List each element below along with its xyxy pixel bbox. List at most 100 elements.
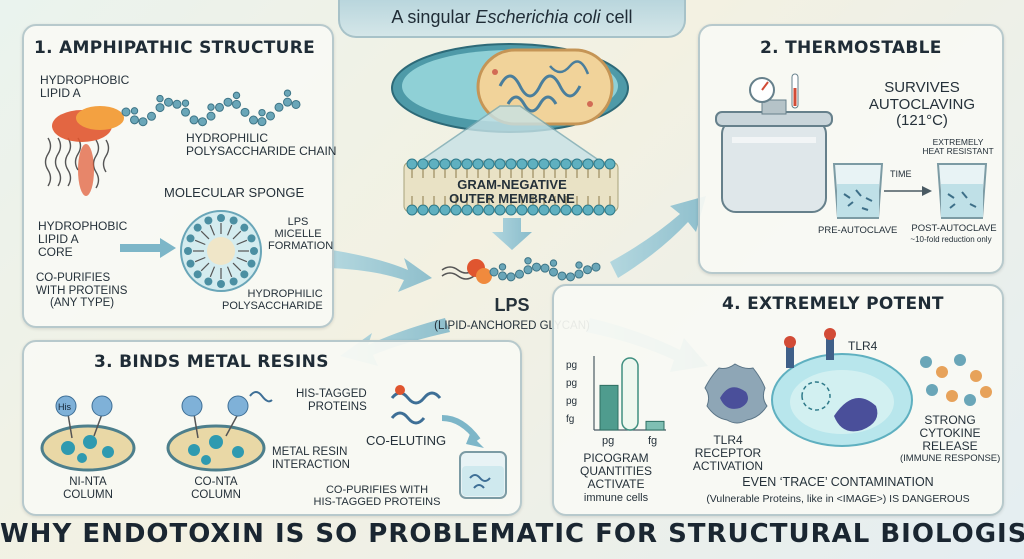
beaker-post — [936, 163, 988, 219]
cytokine-cluster — [920, 354, 992, 406]
amphipathic-molecule — [44, 89, 301, 196]
cytokine-line3: RELEASE — [922, 439, 978, 454]
caption-species: Escherichia coli — [475, 7, 601, 27]
label-copurifies-his: CO-PURIFIES WITH HIS-TAGGED PROTEINS — [296, 484, 458, 508]
copurifies-line1: CO-PURIFIES — [36, 272, 111, 284]
label-post-autoclave: POST-AUTOCLAVE — [911, 223, 997, 234]
metal-resin-line2: INTERACTION — [272, 458, 350, 471]
hydrophilic-poly-line1: HYDROPHILIC — [247, 288, 323, 300]
survives-line2: AUTOCLAVING — [868, 95, 976, 113]
label-hydrophilic-chain: HYDROPHILIC POLYSACCHARIDE CHAIN — [186, 131, 337, 159]
panel3-title: 3. BINDS METAL RESINS — [94, 352, 329, 372]
co-nta-line1: CO-NTA — [194, 476, 238, 488]
receptor-line3: ACTIVATION — [692, 459, 764, 474]
eluting-protein — [390, 385, 484, 448]
hydrophobic-lipid-a-line2: LIPID A — [40, 86, 81, 101]
panel4-title: 4. EXTREMELY POTENT — [722, 294, 944, 314]
bar — [645, 420, 665, 431]
cytokine-line4: (IMMUNE RESPONSE) — [900, 452, 1001, 464]
hydrophilic-poly-line2: POLYSACCHARIDE — [222, 300, 323, 313]
lps-title: LPS — [494, 295, 530, 315]
panel2-title: 2. THERMOSTABLE — [760, 38, 942, 58]
picogram-line4: immune cells — [583, 491, 649, 504]
label-co-eluting: CO-ELUTING — [366, 433, 447, 448]
receptor-line2: RECEPTOR — [694, 446, 762, 461]
survives-line3: (121°C) — [896, 112, 948, 129]
hydrophilic-chain-line2: POLYSACCHARIDE CHAIN — [186, 144, 337, 159]
footer-title: WHY ENDOTOXIN IS SO PROBLEMATIC FOR STRU… — [0, 519, 1024, 549]
core-line2: LIPID A — [38, 232, 79, 247]
receptor-line1: TLR4 — [713, 433, 743, 447]
time-arrow — [884, 186, 932, 196]
picogram-line3: ACTIVATE — [587, 477, 645, 492]
label-tlr4: TLR4 — [848, 339, 878, 353]
cytokine-line2: CYTOKINE — [919, 426, 981, 441]
micelle-line1: LPS — [287, 216, 309, 228]
top-banner: A singular Escherichia coli cell — [338, 0, 686, 38]
his-tagged-line1: HIS-TAGGED — [296, 388, 367, 400]
co-nta-line2: COLUMN — [191, 488, 241, 501]
panel-amphipathic: 1. AMPHIPATHIC STRUCTURE — [22, 24, 334, 328]
picogram-line1: PICOGRAM — [583, 451, 649, 465]
copurifies-his-line2: HIS-TAGGED PROTEINS — [313, 496, 441, 509]
label-trace: EVEN ‘TRACE’ CONTAMINATION — [742, 475, 934, 489]
cytokine-dots — [920, 354, 992, 406]
copurifies-line2: WITH PROTEINS — [36, 284, 128, 297]
x-tick-label: pg — [602, 435, 614, 447]
y-tick-label: pg — [566, 378, 577, 389]
elution-tube — [459, 451, 507, 499]
lipid-heads-bottom — [406, 196, 616, 216]
micelle-line3: FORMATION — [268, 240, 334, 253]
micelle-beads — [184, 214, 258, 288]
bar — [599, 384, 619, 431]
copurifies-his-line1: CO-PURIFIES WITH — [325, 484, 429, 496]
lps-chain — [489, 257, 601, 282]
bar — [621, 357, 639, 431]
y-tick-label: pg — [566, 396, 577, 407]
hydrophilic-chain-line1: HYDROPHILIC — [186, 131, 269, 145]
micelle-line2: MICELLE — [274, 228, 322, 241]
label-copurifies: CO-PURIFIES WITH PROTEINS (ANY TYPE) — [36, 272, 127, 310]
label-picogram: PICOGRAM QUANTITIES ACTIVATE immune cell… — [566, 451, 666, 504]
arrow-lps-to-panel2 — [610, 196, 706, 278]
ni-nta-line2: COLUMN — [63, 488, 113, 501]
label-vulnerable: (Vulnerable Proteins, like in <IMAGE>) I… — [706, 493, 970, 505]
ni-nta-line1: NI-NTA — [69, 476, 107, 488]
x-tick-label: fg — [648, 435, 657, 447]
arrow-panel1-to-lps — [330, 250, 432, 292]
label-receptor: TLR4 RECEPTOR ACTIVATION — [690, 433, 766, 474]
membrane-label: GRAM-NEGATIVE OUTER MEMBRANE — [418, 177, 606, 207]
heat-resistant-line2: HEAT RESISTANT — [922, 146, 994, 157]
outer-membrane-graphic — [403, 158, 619, 216]
core-line3: CORE — [38, 245, 73, 260]
beaker-pre — [832, 163, 884, 219]
core-line1: HYDROPHOBIC — [38, 219, 128, 233]
label-ni-nta: NI-NTA COLUMN — [50, 476, 126, 501]
label-pre-autoclave: PRE-AUTOCLAVE — [818, 225, 898, 236]
micelle — [180, 210, 262, 292]
caption-prefix: A singular — [391, 7, 476, 27]
his-tag-1: His — [58, 402, 71, 412]
label-survives: SURVIVES AUTOCLAVING (121°C) — [852, 79, 992, 130]
cytokine-line1: STRONG — [924, 413, 976, 427]
ni-nta-column: His — [40, 395, 136, 472]
label-cytokine: STRONG CYTOKINE RELEASE (IMMUNE RESPONSE… — [900, 413, 1001, 464]
arrow-membrane-to-lps — [492, 218, 532, 250]
y-tick-label: pg — [566, 360, 577, 371]
co-nta-column — [166, 391, 273, 472]
lipid-heads-top — [406, 158, 616, 178]
survives-line1: SURVIVES — [884, 79, 960, 96]
label-lipid-core: HYDROPHOBIC LIPID A CORE — [38, 219, 128, 260]
heat-resistant-line1: EXTREMELY — [932, 137, 984, 147]
picogram-line2: QUANTITIES — [579, 464, 652, 479]
hydrophobic-lipid-a-line1: HYDROPHOBIC — [40, 73, 130, 87]
label-time: TIME — [890, 169, 912, 179]
label-his-tagged: HIS-TAGGED PROTEINS — [296, 388, 367, 413]
label-hydrophobic-lipid-a: HYDROPHOBIC LIPID A — [40, 73, 130, 101]
label-molecular-sponge: MOLECULAR SPONGE — [164, 185, 305, 200]
activated-cell — [771, 328, 913, 447]
label-metal-resin: METAL RESIN INTERACTION — [272, 446, 350, 471]
panel1-title: 1. AMPHIPATHIC STRUCTURE — [34, 38, 316, 58]
label-heat-resistant: EXTREMELY HEAT RESISTANT — [912, 137, 1004, 157]
